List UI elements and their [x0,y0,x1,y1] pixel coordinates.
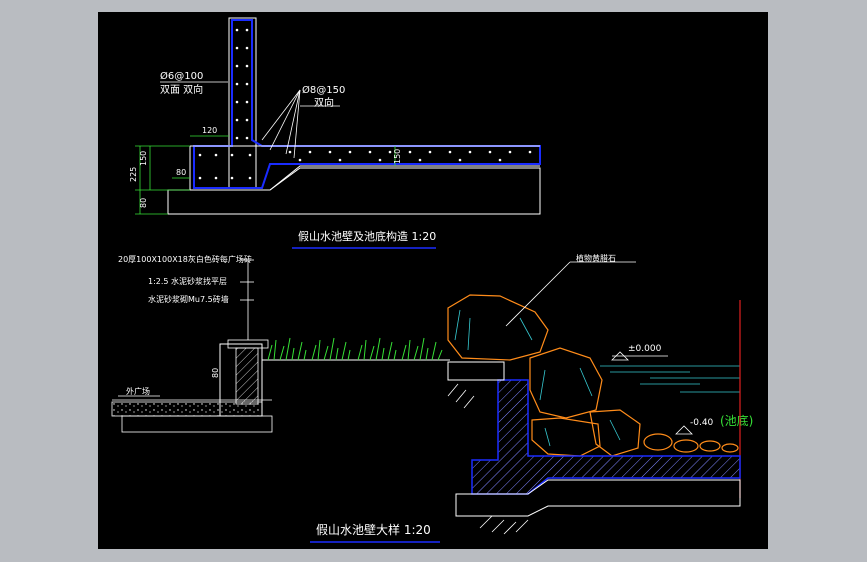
rebar-slab-note: 双向 [314,96,334,109]
paving-base [111,401,263,417]
dim-80-b: 80 [139,198,148,208]
rebar-wall-label: Ø6@100 [160,70,203,82]
dim-80-a: 80 [176,168,186,177]
dim-225: 225 [129,167,138,182]
section-detail-title: 假山水池壁及池底构造 1:20 [298,229,436,243]
note-brickwall: 水泥砂浆砌Mu7.5砖墙 [148,294,229,304]
water-lines [600,365,740,393]
note-mortar: 1:2.5 水泥砂浆找平层 [148,276,227,286]
pool-footing [455,479,741,517]
left-wall-brick [235,347,259,405]
rocks [447,294,739,457]
rebar-leaders [160,81,340,159]
dim-80-left: 80 [211,368,220,378]
coping-slab [447,361,505,381]
dim-120: 120 [202,126,217,135]
rock-texture [454,309,621,447]
ground-hatch [447,383,529,535]
note-leaders [240,259,254,340]
rock-leader [505,261,571,327]
level-water: ±0.000 [628,344,662,354]
pool-wall-detail: 20厚100X100X18灰白色砖每广场砖 1:2.5 水泥砂浆找平层 水泥砂浆… [111,253,753,543]
rebar-dots [198,28,532,180]
pool-concrete [471,379,741,495]
outside-paving-label: 外广场 [126,386,150,396]
level-bottom: -0.40 [690,418,714,428]
pool-wall-detail-title: 假山水池壁大样 1:20 [316,522,431,537]
wall-cap [227,339,269,349]
rebar-slab-label: Ø8@150 [302,84,345,96]
section-detail: Ø6@100 双面 双向 Ø8@150 双向 120 80 150 225 80… [129,17,541,249]
dimension-lines [135,135,396,215]
rebar-wall-note: 双面 双向 [160,83,203,96]
dim-150-a: 150 [139,151,148,166]
grass [267,337,443,361]
concrete-section [193,19,541,189]
level-bottom-note: (池底) [720,413,753,428]
dim-150-b: 150 [393,149,402,164]
footing-outline [167,167,541,215]
rock-label: 植物黄腊石 [576,253,616,263]
paving-sub [121,415,273,433]
note-paving: 20厚100X100X18灰白色砖每广场砖 [118,254,252,264]
